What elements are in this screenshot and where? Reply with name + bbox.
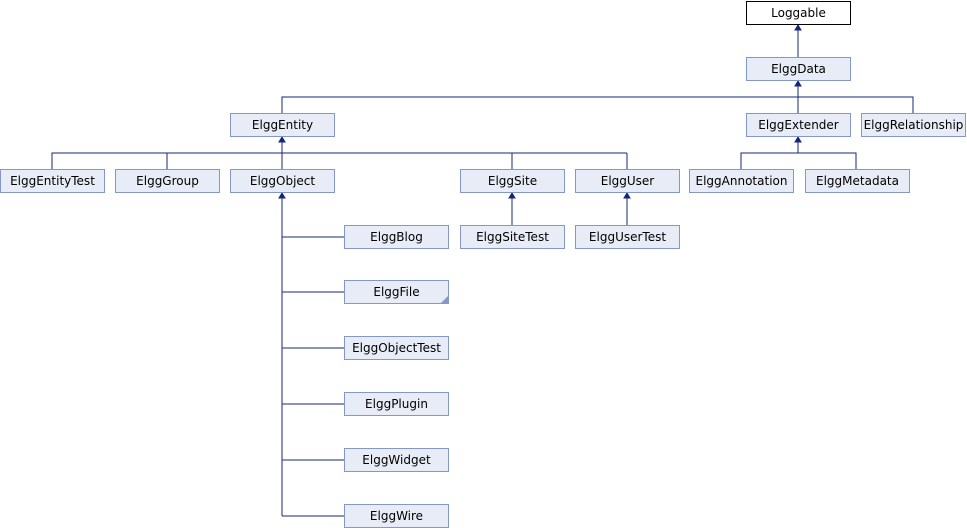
node-elggextender[interactable]: ElggExtender bbox=[746, 113, 851, 137]
node-elggentitytest[interactable]: ElggEntityTest bbox=[0, 169, 105, 193]
node-elgggroup[interactable]: ElggGroup bbox=[115, 169, 220, 193]
node-elggblog-label: ElggBlog bbox=[370, 230, 423, 244]
node-elgguser-label: ElggUser bbox=[601, 174, 655, 188]
arrow-elggobject bbox=[278, 192, 286, 199]
node-elggwidget-label: ElggWidget bbox=[362, 453, 431, 467]
node-elgguser[interactable]: ElggUser bbox=[575, 169, 680, 193]
node-elggsite-label: ElggSite bbox=[488, 174, 537, 188]
arrow-loggable bbox=[794, 24, 802, 31]
collapsed-corner-icon bbox=[441, 296, 448, 303]
node-elgggroup-label: ElggGroup bbox=[136, 174, 199, 188]
node-elggmetadata[interactable]: ElggMetadata bbox=[805, 169, 910, 193]
node-elggdata-label: ElggData bbox=[771, 62, 826, 76]
node-elggwidget[interactable]: ElggWidget bbox=[344, 448, 449, 472]
node-elggwire[interactable]: ElggWire bbox=[344, 504, 449, 528]
node-elggusertest-label: ElggUserTest bbox=[589, 230, 666, 244]
node-elggsitetest[interactable]: ElggSiteTest bbox=[460, 225, 565, 249]
node-elggmetadata-label: ElggMetadata bbox=[816, 174, 899, 188]
node-elggentity-label: ElggEntity bbox=[252, 118, 313, 132]
arrow-elggdata bbox=[794, 80, 802, 87]
node-elggsite[interactable]: ElggSite bbox=[460, 169, 565, 193]
node-elggdata[interactable]: ElggData bbox=[746, 57, 851, 81]
edge-elggentity-elggdata bbox=[281, 96, 798, 113]
node-elggrelationship-label: ElggRelationship bbox=[864, 118, 964, 132]
node-elggwire-label: ElggWire bbox=[370, 509, 423, 523]
node-elggfile[interactable]: ElggFile bbox=[344, 280, 449, 304]
node-elggobjecttest-label: ElggObjectTest bbox=[352, 341, 441, 355]
edge-children-elggobject bbox=[281, 197, 344, 517]
node-elggrelationship[interactable]: ElggRelationship bbox=[861, 113, 966, 137]
node-elggannotation[interactable]: ElggAnnotation bbox=[689, 169, 794, 193]
arrow-elggsite bbox=[508, 192, 516, 199]
arrow-elgguser bbox=[623, 192, 631, 199]
node-elggobject-label: ElggObject bbox=[250, 174, 316, 188]
node-elggentity[interactable]: ElggEntity bbox=[230, 113, 335, 137]
node-loggable-label: Loggable bbox=[771, 6, 826, 20]
node-loggable[interactable]: Loggable bbox=[746, 1, 851, 25]
node-elggobjecttest[interactable]: ElggObjectTest bbox=[344, 336, 449, 360]
edge-children-elggentity bbox=[51, 141, 628, 169]
node-elggentitytest-label: ElggEntityTest bbox=[10, 174, 95, 188]
edge-children-elggextender bbox=[740, 141, 857, 169]
arrow-elggextender bbox=[794, 136, 802, 143]
node-elggextender-label: ElggExtender bbox=[758, 118, 839, 132]
node-elggplugin[interactable]: ElggPlugin bbox=[344, 392, 449, 416]
node-elggfile-label: ElggFile bbox=[373, 285, 419, 299]
node-elggplugin-label: ElggPlugin bbox=[365, 397, 428, 411]
edges bbox=[51, 24, 914, 517]
edge-elggrelationship-elggdata bbox=[798, 96, 914, 113]
node-elggannotation-label: ElggAnnotation bbox=[696, 174, 788, 188]
arrow-elggentity bbox=[278, 136, 286, 143]
node-elggobject[interactable]: ElggObject bbox=[230, 169, 335, 193]
node-elggusertest[interactable]: ElggUserTest bbox=[575, 225, 680, 249]
node-elggsitetest-label: ElggSiteTest bbox=[476, 230, 549, 244]
node-elggblog[interactable]: ElggBlog bbox=[344, 225, 449, 249]
